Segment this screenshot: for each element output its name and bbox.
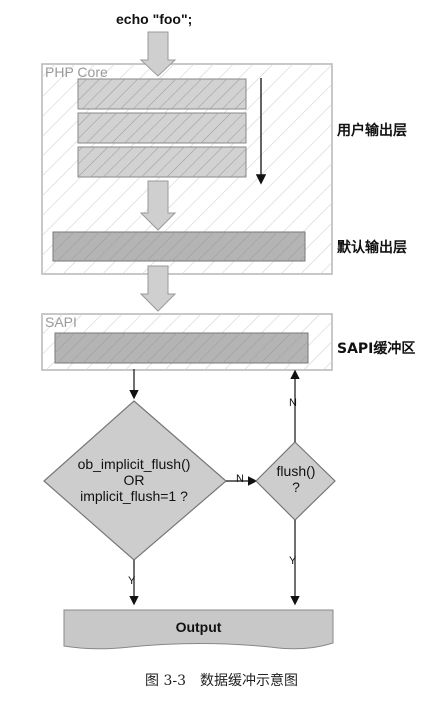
default-output-buffer [52,231,306,262]
top-code-label: echo "foo"; [116,11,193,27]
user-output-layer-label: 用户输出层 [337,123,407,139]
decision-main-line3: implicit_flush=1 ? [80,488,188,504]
default-output-layer-label: 默认输出层 [337,240,407,256]
decision-flush-line2: ? [292,479,300,495]
output-label: Output [175,619,222,635]
decision-flush-line1: flush() [276,463,316,479]
edge-label-main-to-flush: N [236,473,244,485]
decision-main-text: ob_implicit_flush() OR implicit_flush=1 … [44,456,224,504]
decision-main-line1: ob_implicit_flush() [77,456,191,472]
sapi-label: SAPI [45,314,77,330]
sapi-buffer [54,332,309,364]
user-to-default-arrow [139,180,177,231]
edge-label-main-down: Y [128,575,136,587]
decision-flush-text: flush() ? [258,463,334,495]
edge-label-flush-up: N [289,397,297,409]
sapi-buffer-label: SAPI缓冲区 [337,341,416,357]
core-to-sapi-arrow [139,265,177,312]
decision-main-line2: OR [123,472,145,488]
user-output-buffers [77,78,247,178]
figure-caption: 图 3-3 数据缓冲示意图 [145,673,298,689]
php-core-label: PHP Core [45,64,108,80]
input-arrow [139,31,177,77]
edge-label-flush-down: Y [289,555,297,567]
output-shape [63,609,334,650]
